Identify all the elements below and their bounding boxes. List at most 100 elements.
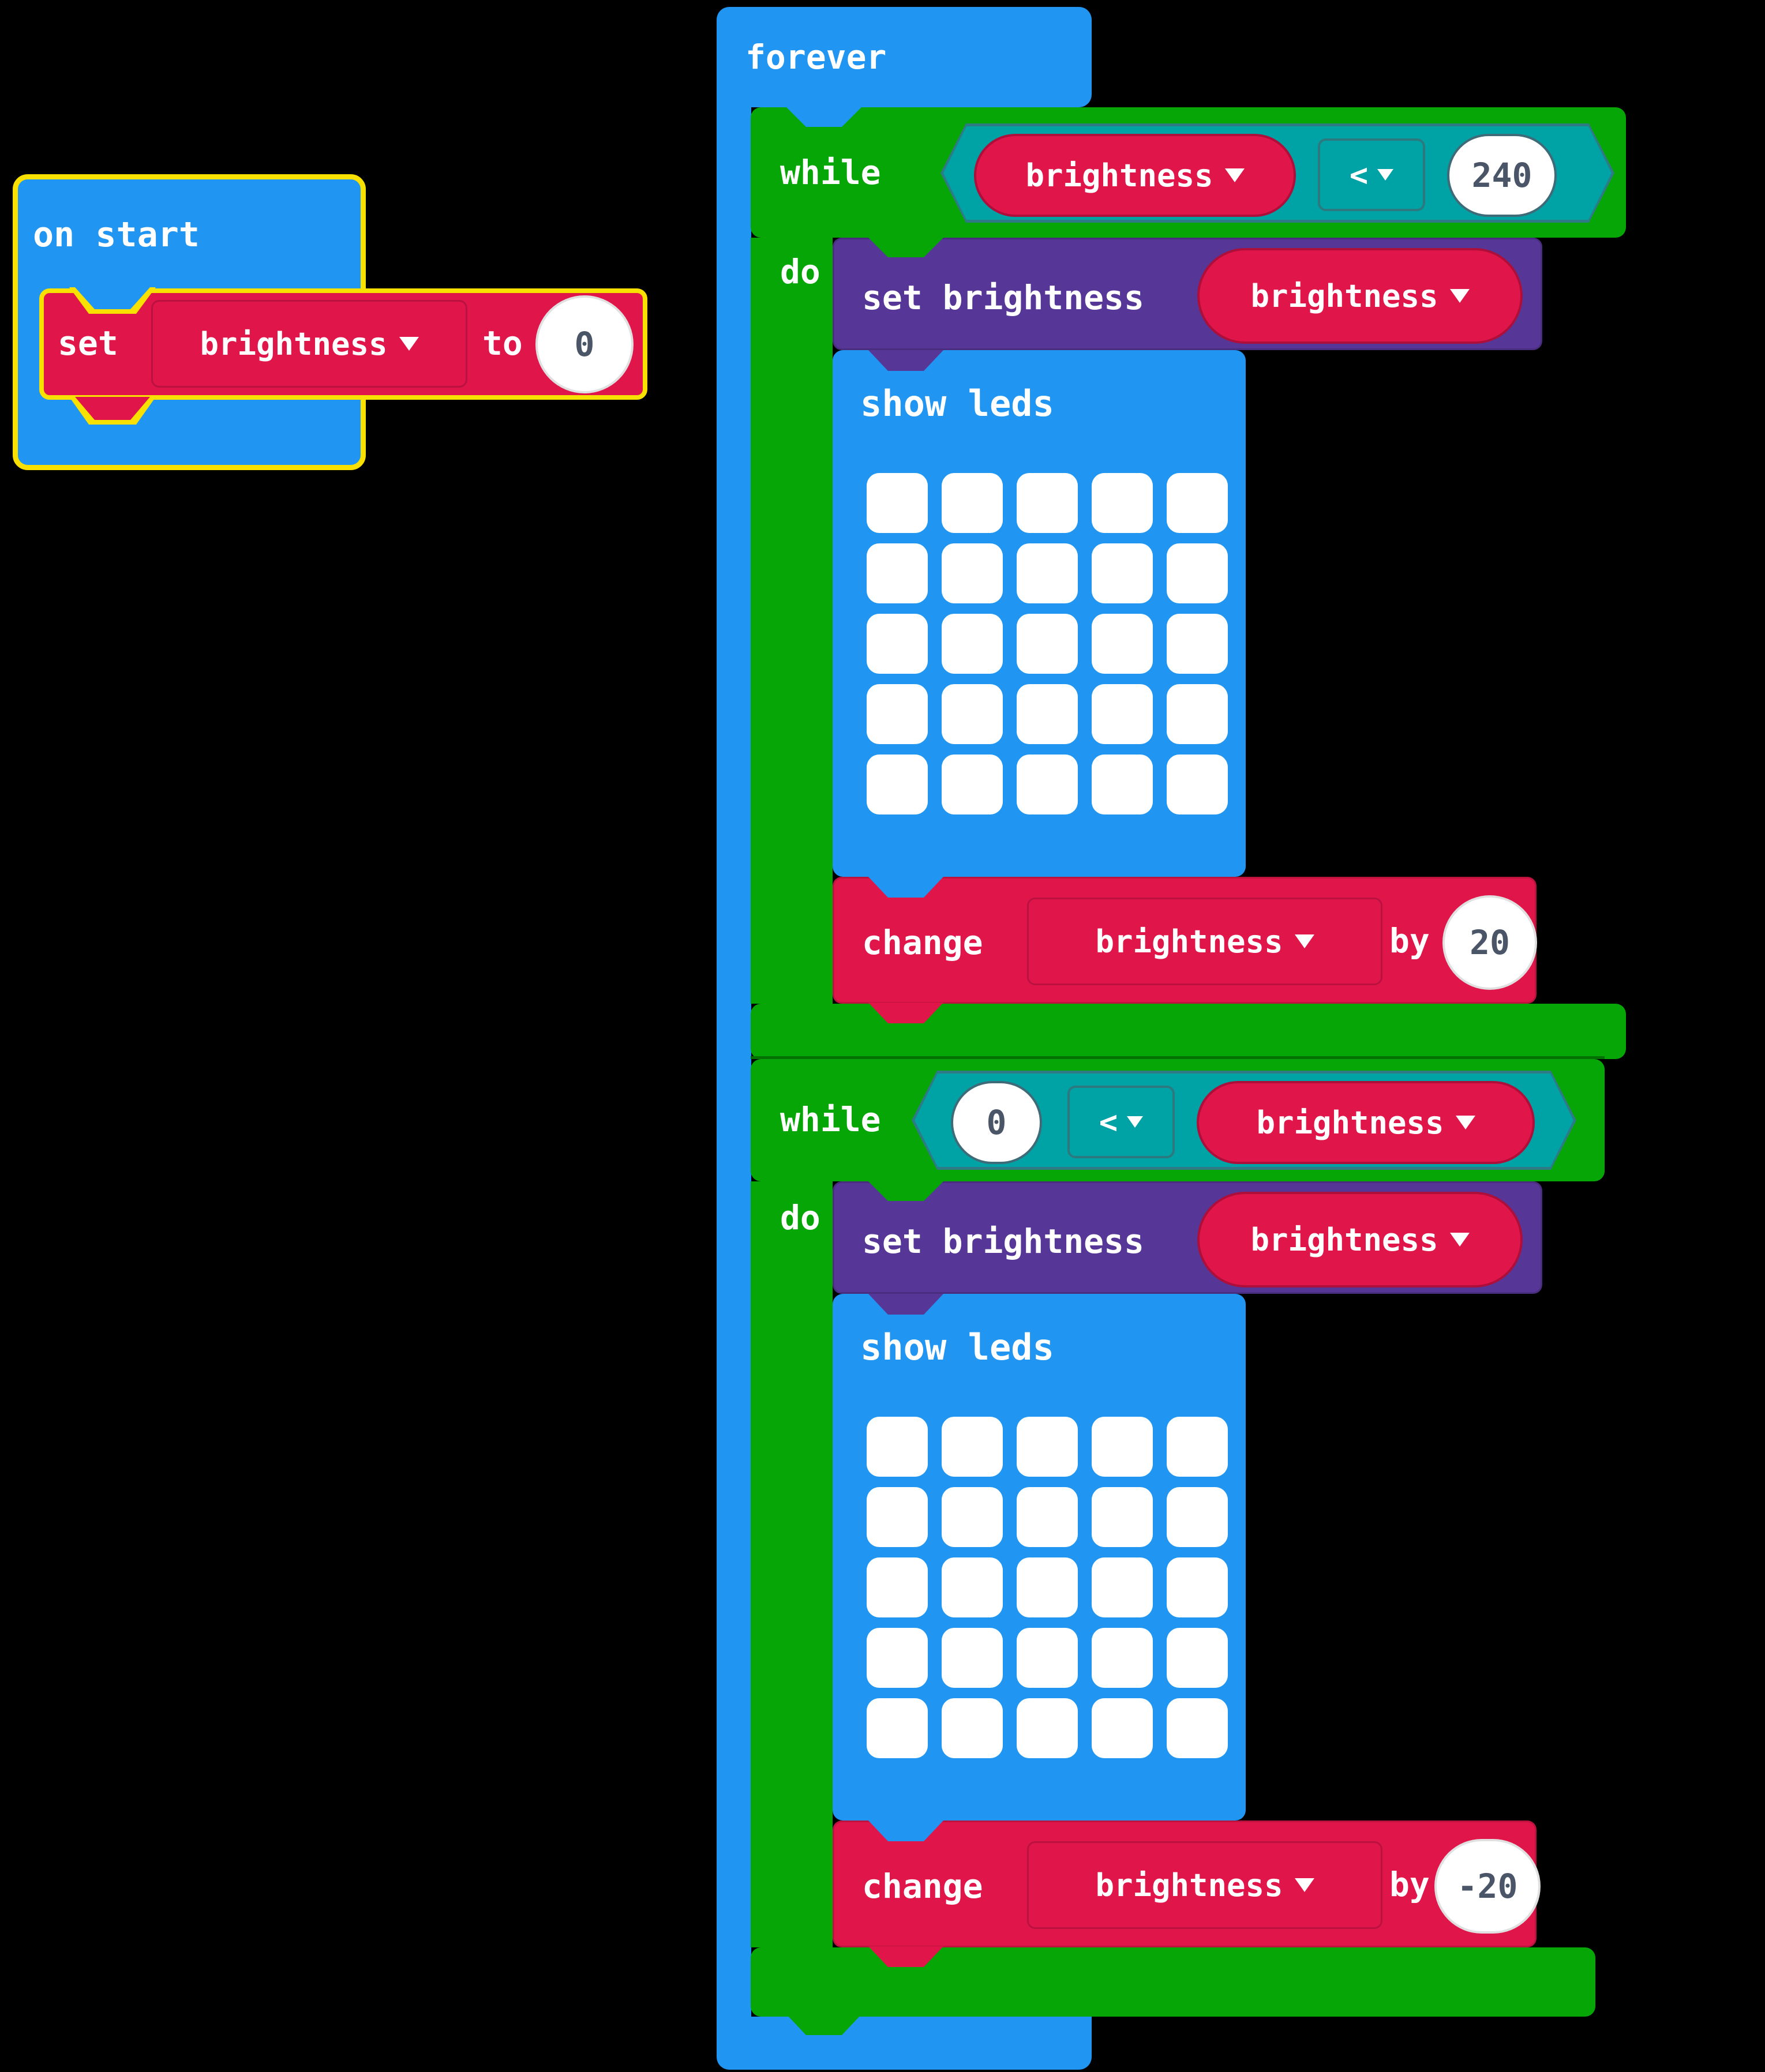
led-cell[interactable] xyxy=(1092,1417,1153,1477)
dropdown-caret-icon xyxy=(1294,1878,1314,1892)
led-cell[interactable] xyxy=(1167,1698,1228,1758)
while2-change-number[interactable]: -20 xyxy=(1434,1839,1541,1934)
led-cell[interactable] xyxy=(1167,1628,1228,1688)
while1-cond-left-variable[interactable]: brightness xyxy=(974,134,1296,217)
led-cell[interactable] xyxy=(1017,473,1078,533)
dropdown-caret-icon xyxy=(1449,289,1470,303)
dropdown-caret-icon xyxy=(1294,934,1314,948)
led-cell[interactable] xyxy=(1017,614,1078,674)
led-cell[interactable] xyxy=(867,614,928,674)
led-cell[interactable] xyxy=(1017,543,1078,603)
dropdown-caret-icon xyxy=(1449,1233,1470,1247)
while2-footer[interactable] xyxy=(751,1947,1595,2017)
led-grid xyxy=(867,473,1228,814)
while2-cond-number[interactable]: 0 xyxy=(951,1081,1042,1164)
led-cell[interactable] xyxy=(942,473,1003,533)
led-cell[interactable] xyxy=(1092,1628,1153,1688)
led-grid xyxy=(867,1417,1228,1758)
variable-name: brightness xyxy=(1256,1104,1444,1141)
led-cell[interactable] xyxy=(942,684,1003,744)
while2-cond-right-variable[interactable]: brightness xyxy=(1197,1081,1535,1164)
dropdown-caret-icon xyxy=(1455,1116,1475,1129)
led-cell[interactable] xyxy=(1167,755,1228,814)
led-cell[interactable] xyxy=(942,1557,1003,1617)
led-cell[interactable] xyxy=(1017,684,1078,744)
dropdown-caret-icon xyxy=(1377,169,1394,181)
led-cell[interactable] xyxy=(867,1487,928,1547)
number-value: 0 xyxy=(986,1103,1007,1142)
variable-name: brightness xyxy=(1095,1867,1283,1904)
led-cell[interactable] xyxy=(1017,1698,1078,1758)
led-cell[interactable] xyxy=(942,755,1003,814)
led-cell[interactable] xyxy=(867,473,928,533)
forever-label: forever xyxy=(745,37,887,77)
while1-operator-dropdown[interactable]: < xyxy=(1318,138,1425,211)
while1-change-variable[interactable]: brightness xyxy=(1027,898,1382,985)
led-cell[interactable] xyxy=(1167,543,1228,603)
number-input[interactable]: 0 xyxy=(535,295,634,393)
led-cell[interactable] xyxy=(1092,614,1153,674)
while2-change-variable[interactable]: brightness xyxy=(1027,1841,1382,1929)
led-cell[interactable] xyxy=(1092,755,1153,814)
show-leds-label: show leds xyxy=(860,382,1054,425)
led-cell[interactable] xyxy=(1167,1487,1228,1547)
while1-spine[interactable] xyxy=(751,238,833,1004)
led-cell[interactable] xyxy=(1017,1628,1078,1688)
show-leds-label: show leds xyxy=(860,1326,1054,1368)
led-cell[interactable] xyxy=(867,684,928,744)
to-label: to xyxy=(482,324,523,363)
by-label: by xyxy=(1389,921,1430,960)
block-seam xyxy=(751,1056,1605,1059)
led-cell[interactable] xyxy=(1092,473,1153,533)
led-cell[interactable] xyxy=(942,1628,1003,1688)
while2-spine[interactable] xyxy=(751,1181,833,1947)
change-keyword: change xyxy=(862,1867,983,1906)
led-cell[interactable] xyxy=(1092,543,1153,603)
led-cell[interactable] xyxy=(1092,1487,1153,1547)
led-cell[interactable] xyxy=(942,614,1003,674)
while2-keyword: while xyxy=(780,1100,881,1139)
led-cell[interactable] xyxy=(1167,684,1228,744)
dropdown-caret-icon xyxy=(1224,168,1245,182)
change-keyword: change xyxy=(862,923,983,962)
while2-operator-dropdown[interactable]: < xyxy=(1067,1086,1175,1158)
led-cell[interactable] xyxy=(942,543,1003,603)
while1-cond-number[interactable]: 240 xyxy=(1447,134,1557,217)
while2-do-label: do xyxy=(780,1198,820,1237)
led-cell[interactable] xyxy=(1092,1557,1153,1617)
led-cell[interactable] xyxy=(1092,684,1153,744)
variable-dropdown[interactable]: brightness xyxy=(151,300,467,388)
set-brightness-label: set brightness xyxy=(862,1222,1144,1261)
led-cell[interactable] xyxy=(942,1487,1003,1547)
led-cell[interactable] xyxy=(1092,1698,1153,1758)
variable-name: brightness xyxy=(200,325,388,362)
led-cell[interactable] xyxy=(867,1557,928,1617)
forever-block-footer[interactable] xyxy=(717,2017,1092,2070)
forever-spine[interactable] xyxy=(717,106,751,2017)
led-cell[interactable] xyxy=(1017,755,1078,814)
led-cell[interactable] xyxy=(867,1698,928,1758)
variable-name: brightness xyxy=(1025,157,1213,194)
number-value: 20 xyxy=(1470,923,1510,962)
led-cell[interactable] xyxy=(1167,614,1228,674)
led-cell[interactable] xyxy=(1017,1557,1078,1617)
while2-set-brightness-variable[interactable]: brightness xyxy=(1197,1192,1523,1288)
led-cell[interactable] xyxy=(1017,1487,1078,1547)
led-cell[interactable] xyxy=(1017,1417,1078,1477)
operator-symbol: < xyxy=(1099,1103,1118,1140)
forever-block-header[interactable]: forever xyxy=(717,7,1092,107)
dropdown-caret-icon xyxy=(399,337,419,351)
led-cell[interactable] xyxy=(867,1628,928,1688)
led-cell[interactable] xyxy=(1167,1417,1228,1477)
while1-set-brightness-variable[interactable]: brightness xyxy=(1197,248,1523,344)
led-cell[interactable] xyxy=(942,1698,1003,1758)
led-cell[interactable] xyxy=(1167,1557,1228,1617)
while1-change-number[interactable]: 20 xyxy=(1442,895,1537,990)
variable-name: brightness xyxy=(1095,923,1283,960)
led-cell[interactable] xyxy=(867,543,928,603)
led-cell[interactable] xyxy=(867,1417,928,1477)
led-cell[interactable] xyxy=(942,1417,1003,1477)
led-cell[interactable] xyxy=(867,755,928,814)
led-cell[interactable] xyxy=(1167,473,1228,533)
